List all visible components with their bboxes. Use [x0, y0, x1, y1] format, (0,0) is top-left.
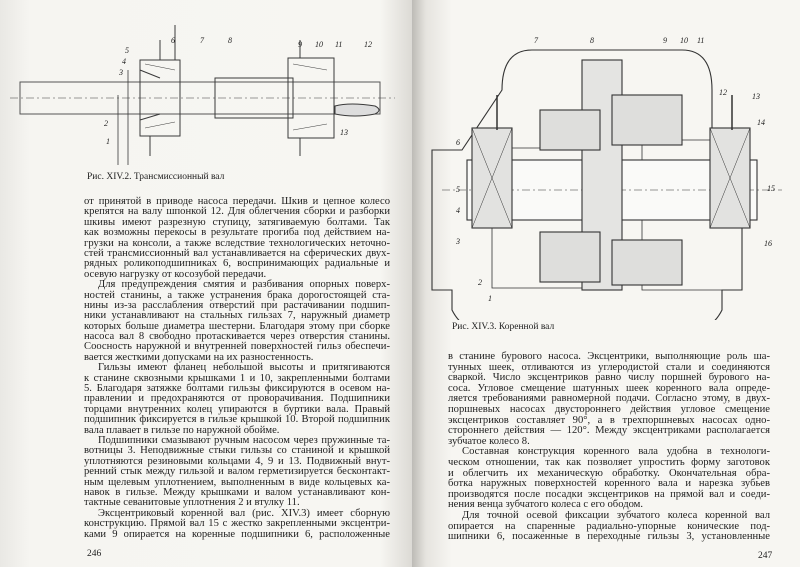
text-line: поршневых насосах двустороннего действия… — [448, 403, 770, 415]
body-text: от принятой в приводе насоса передачи. Ш… — [84, 196, 390, 540]
text-line: ренний стык между гильзой и валом гермет… — [84, 466, 390, 478]
figure-label: 6 — [171, 36, 175, 45]
text-line: правлении и предохраняются от проворачив… — [84, 393, 390, 405]
text-line: ники устанавливают на стальных гильзах 7… — [84, 310, 390, 322]
text-line: 5. Благодаря затяжке болтами гильзы фикс… — [84, 383, 390, 395]
figure-label: 1 — [106, 137, 110, 146]
text-line: Для предупреждения смятия и разбивания о… — [98, 279, 390, 291]
figure-label: 5 — [456, 185, 460, 194]
figure-label: 11 — [697, 36, 705, 45]
figure-label: 7 — [200, 36, 204, 45]
text-line: к станине сквозными крышками 1 и 10, зак… — [84, 372, 390, 384]
figure-label: 6 — [456, 138, 460, 147]
figure-label: 12 — [719, 88, 727, 97]
text-line: конструкцию. Прямой вал 15 с жестко закр… — [84, 518, 390, 530]
left-page: 5 4 3 2 1 6 7 8 9 10 11 12 13 Рис. XIV.2… — [0, 0, 412, 567]
text-line: в станине бурового насоса. Эксцентрики, … — [448, 351, 770, 362]
page-number: 247 — [758, 551, 773, 561]
text-line: Гильзы имеют фланец небольшой высоты и п… — [98, 362, 390, 374]
figure-label: 3 — [456, 237, 460, 246]
text-line: нины из-за расслабления отверстий при ра… — [84, 299, 390, 311]
figure-label: 15 — [767, 184, 775, 193]
figure-label: 2 — [104, 119, 108, 128]
text-line: ками 9 опирается на коренные подшипники … — [84, 528, 390, 540]
text-line: грузки на консоли, а также вследствие те… — [84, 237, 390, 249]
text-line: рядных роликоподшипниках 6, воспринимающ… — [84, 258, 390, 270]
text-line: крепятся на валу шпонкой 12. Для облегче… — [84, 206, 390, 218]
text-line: вается жесткими допусками на их разносте… — [84, 351, 314, 363]
text-line: Соосность наружной и внутренней поверхно… — [84, 341, 390, 353]
figure-caption: Рис. XIV.3. Коренной вал — [452, 322, 555, 332]
text-line: вотницы 3. Неподвижные стыки гильзы со с… — [84, 445, 390, 457]
text-line: зубчатое колесо 8. — [448, 435, 530, 447]
figure-label: 7 — [534, 36, 538, 45]
text-line: вала плавает в гильзе по наружной обойме… — [84, 424, 280, 436]
figure-label: 10 — [680, 36, 688, 45]
text-line: нения венца зубчатого колеса с его ободо… — [448, 499, 644, 511]
text-line: тунных шеек, отливаются из углеродистой … — [448, 361, 770, 373]
transmission-shaft-drawing — [10, 25, 395, 165]
text-line: шкивы имеют разрезную ступицу, затягивае… — [84, 216, 390, 228]
figure-label: 12 — [364, 40, 372, 49]
text-line: ляется требованиями равномерной подачи. … — [448, 393, 770, 405]
figure-label: 4 — [122, 57, 126, 66]
text-line: Для точной осевой фиксации зубчатого кол… — [462, 509, 770, 521]
text-line: осевую нагрузку от косозубой передачи. — [84, 268, 267, 280]
figure-caption: Рис. XIV.2. Трансмиссионный вал — [87, 172, 225, 182]
figure-label: 11 — [335, 40, 343, 49]
text-line: стей трансмиссионный вал устанавливается… — [84, 247, 390, 259]
figure-label: 3 — [119, 68, 123, 77]
text-line: тактные севанитовые уплотнения 2 и втулк… — [84, 497, 300, 509]
figure-label: 2 — [478, 278, 482, 287]
figure-label: 9 — [298, 40, 302, 49]
figure-label: 14 — [757, 118, 765, 127]
figure-label: 16 — [764, 239, 772, 248]
text-line: производятся после посадки эксцентриков … — [448, 488, 770, 500]
text-line: подшипник фиксируется в гильзе крышкой 1… — [84, 414, 390, 426]
text-line: которых больше диаметра шестерни. Благод… — [84, 320, 390, 332]
figure-label: 8 — [228, 36, 232, 45]
text-line: навок в гильзе. Между крышками и валом у… — [84, 486, 390, 498]
main-shaft-drawing — [431, 49, 782, 320]
text-line: эксцентриков составляет 90°, а в трехпор… — [448, 414, 770, 426]
text-line: от принятой в приводе насоса передачи. Ш… — [84, 196, 390, 207]
page-number: 246 — [87, 549, 102, 559]
figure-label: 1 — [488, 294, 492, 303]
text-line: ческом отношении, так как позволяет упро… — [448, 456, 770, 468]
text-line: насоса вал 8 свободно протаскивается чер… — [84, 331, 390, 343]
figure-label: 9 — [663, 36, 667, 45]
text-line: Подшипники смазывают ручным насосом чере… — [98, 434, 390, 446]
text-line: шипники 6, посаженные в переходные гильз… — [448, 531, 770, 543]
text-line: Эксцентриковый коренной вал (рис. XIV.3)… — [98, 507, 390, 519]
figure-label: 5 — [125, 46, 129, 55]
right-page: 7 8 9 10 11 12 13 14 6 5 4 3 2 1 15 16 Р… — [412, 0, 800, 567]
figure-label: 4 — [456, 206, 460, 215]
text-line: Составная конструкция коренного вала удо… — [462, 446, 770, 458]
text-line: уплотняются резиновыми кольцами 4, 9 и 1… — [84, 455, 390, 467]
text-line: опирается на спаренные радиально-упорные… — [448, 520, 770, 532]
text-line: стороннего действия — 120°. Между эксцен… — [448, 425, 770, 437]
body-text: в станине бурового насоса. Эксцентрики, … — [448, 351, 770, 543]
text-line: и облегчить их механическую обработку. О… — [448, 467, 770, 479]
text-line: как возможны перекосы в результате проги… — [84, 227, 390, 239]
text-line: ботка наружных поверхностей коренного ва… — [448, 478, 770, 490]
text-line: ностей станины, а также устранения брака… — [84, 289, 390, 301]
text-line: торцами внутренних колец упираются в бур… — [84, 403, 390, 415]
figure-label: 13 — [340, 128, 348, 137]
figure-label: 13 — [752, 92, 760, 101]
figure-label: 8 — [590, 36, 594, 45]
text-line: сваркой. Число эксцентриков равно числу … — [448, 372, 770, 384]
text-line: соса. Угловое смещение шатунных шеек кор… — [448, 382, 770, 394]
figure-label: 10 — [315, 40, 323, 49]
text-line: ным щелевым уплотнением, выполненным в в… — [84, 476, 390, 488]
